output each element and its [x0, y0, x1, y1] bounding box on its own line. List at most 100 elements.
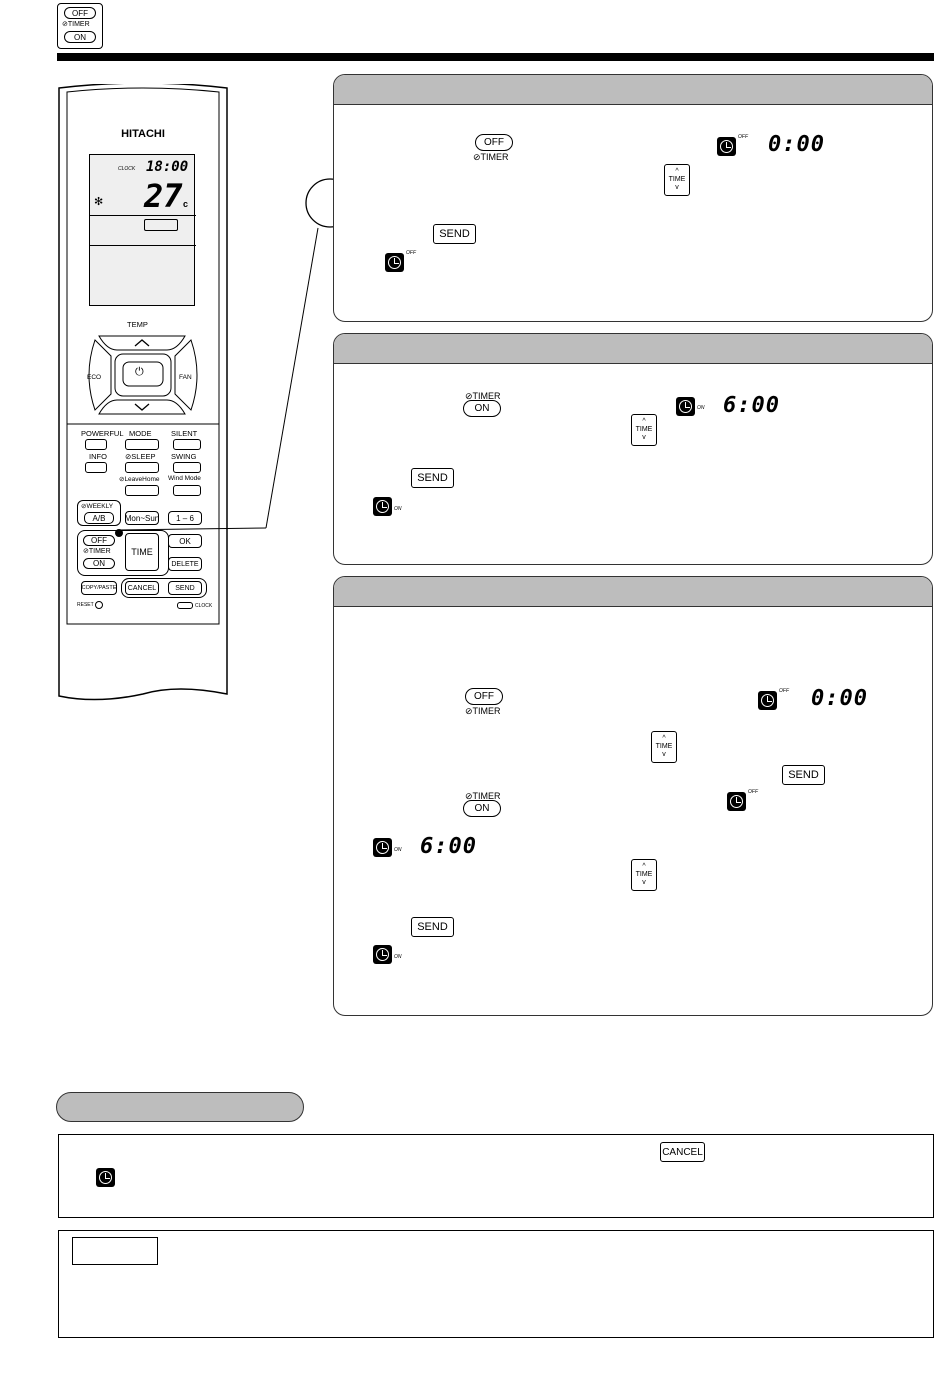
leavehome-button[interactable]: [125, 485, 159, 496]
corner-off: OFF: [64, 7, 96, 19]
p1-clock-icon: [717, 137, 736, 156]
panel-off-timer: [333, 74, 933, 322]
power-button[interactable]: ⏻: [135, 366, 144, 378]
panel-off-on-timer: [333, 576, 933, 1016]
remote-dpad: [88, 335, 198, 415]
one-six-button[interactable]: 1 – 6: [168, 511, 202, 525]
windmode-label: Wind Mode: [168, 475, 201, 482]
section-heading-pill: [56, 1092, 304, 1122]
remote-lcd: CLOCK 18:00 ✻ 27 c: [89, 154, 196, 306]
mode-label: MODE: [129, 429, 152, 438]
p2-clock-icon: [676, 397, 695, 416]
send-group: [121, 578, 207, 598]
p3-off-tag: OFF: [779, 688, 789, 694]
p1-timer-label: ⊘TIMER: [473, 152, 509, 162]
p3-clock-icon-3: [373, 945, 392, 964]
powerful-label: POWERFUL: [81, 429, 124, 438]
p3-on-tag-2: ON: [394, 954, 402, 960]
lcd-swing-icon: [144, 219, 178, 231]
p1-off-button[interactable]: OFF: [475, 134, 513, 151]
p2-send-button[interactable]: SEND: [411, 468, 454, 488]
weekly-label: ⊘WEEKLY: [81, 503, 114, 510]
reset-button[interactable]: [95, 601, 103, 609]
p3-on-button[interactable]: ON: [463, 800, 501, 817]
p2-time-display: 6:00: [723, 393, 780, 418]
lcd-cool-icon: ✻: [94, 196, 104, 208]
cancel-button[interactable]: CANCEL: [660, 1142, 705, 1162]
p3-on-tag: ON: [394, 847, 402, 853]
corner-on: ON: [64, 31, 96, 43]
p2-on-tag: ON: [697, 405, 705, 411]
p3-time-display-2: 6:00: [420, 834, 477, 859]
remote-timer-label: ⊘TIMER: [83, 548, 111, 555]
copy-paste-button[interactable]: COPY/PASTE: [81, 581, 117, 595]
corner-timer: ⊘TIMER: [62, 21, 90, 28]
swing-label: SWING: [171, 452, 197, 461]
timer-corner-icon: OFF ⊘TIMER ON: [57, 3, 103, 49]
panel-on-timer: [333, 333, 933, 565]
silent-button[interactable]: [173, 439, 201, 450]
p3-send-button[interactable]: SEND: [782, 765, 825, 785]
weekly-group: [77, 500, 121, 526]
lcd-clock-label: CLOCK: [118, 166, 136, 172]
p1-off-tag-2: OFF: [406, 250, 416, 256]
remote-cancel-button[interactable]: CANCEL: [125, 581, 159, 595]
p1-off-tag: OFF: [738, 134, 748, 140]
info-label: INFO: [89, 452, 107, 461]
remote-time-button[interactable]: TIME: [125, 533, 159, 571]
temp-label: TEMP: [127, 320, 148, 329]
remote-on-button[interactable]: ON: [83, 558, 115, 569]
p3-timer-label-2: ⊘TIMER: [465, 791, 501, 801]
p2-on-button[interactable]: ON: [463, 400, 501, 417]
p1-send-button[interactable]: SEND: [433, 224, 476, 244]
reset-label: RESET: [77, 602, 94, 608]
timer-group: [77, 530, 169, 576]
powerful-button[interactable]: [85, 439, 107, 450]
remote-off-button[interactable]: OFF: [83, 535, 115, 546]
lcd-temperature: 27: [144, 177, 183, 215]
p1-time-display: 0:00: [768, 132, 825, 157]
windmode-button[interactable]: [173, 485, 201, 496]
p2-clock-icon-2: [373, 497, 392, 516]
info-button[interactable]: [85, 462, 107, 473]
p3-clock-icon-on: [373, 838, 392, 857]
remote-control: HITACHI CLOCK 18:00 ✻ 27 c TEMP ⏻ ECO FA…: [57, 84, 229, 704]
p2-timer-label: ⊘TIMER: [465, 391, 501, 401]
remote-ok-button[interactable]: OK: [168, 534, 202, 548]
clock-label: CLOCK: [195, 603, 213, 609]
weekly-ab-button[interactable]: A/B: [84, 512, 114, 524]
p3-send-button-2[interactable]: SEND: [411, 917, 454, 937]
remote-send-button[interactable]: SEND: [168, 581, 202, 595]
remote-delete-button[interactable]: DELETE: [168, 557, 202, 571]
p3-off-tag-2: OFF: [748, 789, 758, 795]
p3-timer-label: ⊘TIMER: [465, 706, 501, 716]
mode-button[interactable]: [125, 439, 159, 450]
leavehome-label: ⊘LeaveHome: [119, 476, 160, 483]
lcd-unit: c: [183, 199, 189, 209]
remote-brand: HITACHI: [121, 128, 165, 140]
header-rule: [57, 53, 934, 61]
lcd-clock-time: 18:00: [146, 159, 189, 175]
eco-button[interactable]: ECO: [87, 374, 102, 381]
swing-button[interactable]: [173, 462, 201, 473]
cancel-info-box: [58, 1134, 934, 1218]
sleep-label: ⊘SLEEP: [125, 452, 156, 461]
cancel-clock-icon: [96, 1168, 115, 1187]
p2-on-tag-2: ON: [394, 506, 402, 512]
p3-time-display: 0:00: [811, 686, 868, 711]
p3-off-button[interactable]: OFF: [465, 688, 503, 705]
note-label-box: [72, 1237, 158, 1265]
fan-button[interactable]: FAN: [179, 374, 192, 381]
clock-button[interactable]: [177, 602, 193, 609]
timer-marker-dot: [115, 529, 123, 537]
sleep-button[interactable]: [125, 462, 159, 473]
mon-sun-button[interactable]: Mon~Sun: [125, 511, 159, 525]
silent-label: SILENT: [171, 429, 198, 438]
p3-clock-icon-off: [727, 792, 746, 811]
p1-clock-icon-2: [385, 253, 404, 272]
note-box: [58, 1230, 934, 1338]
